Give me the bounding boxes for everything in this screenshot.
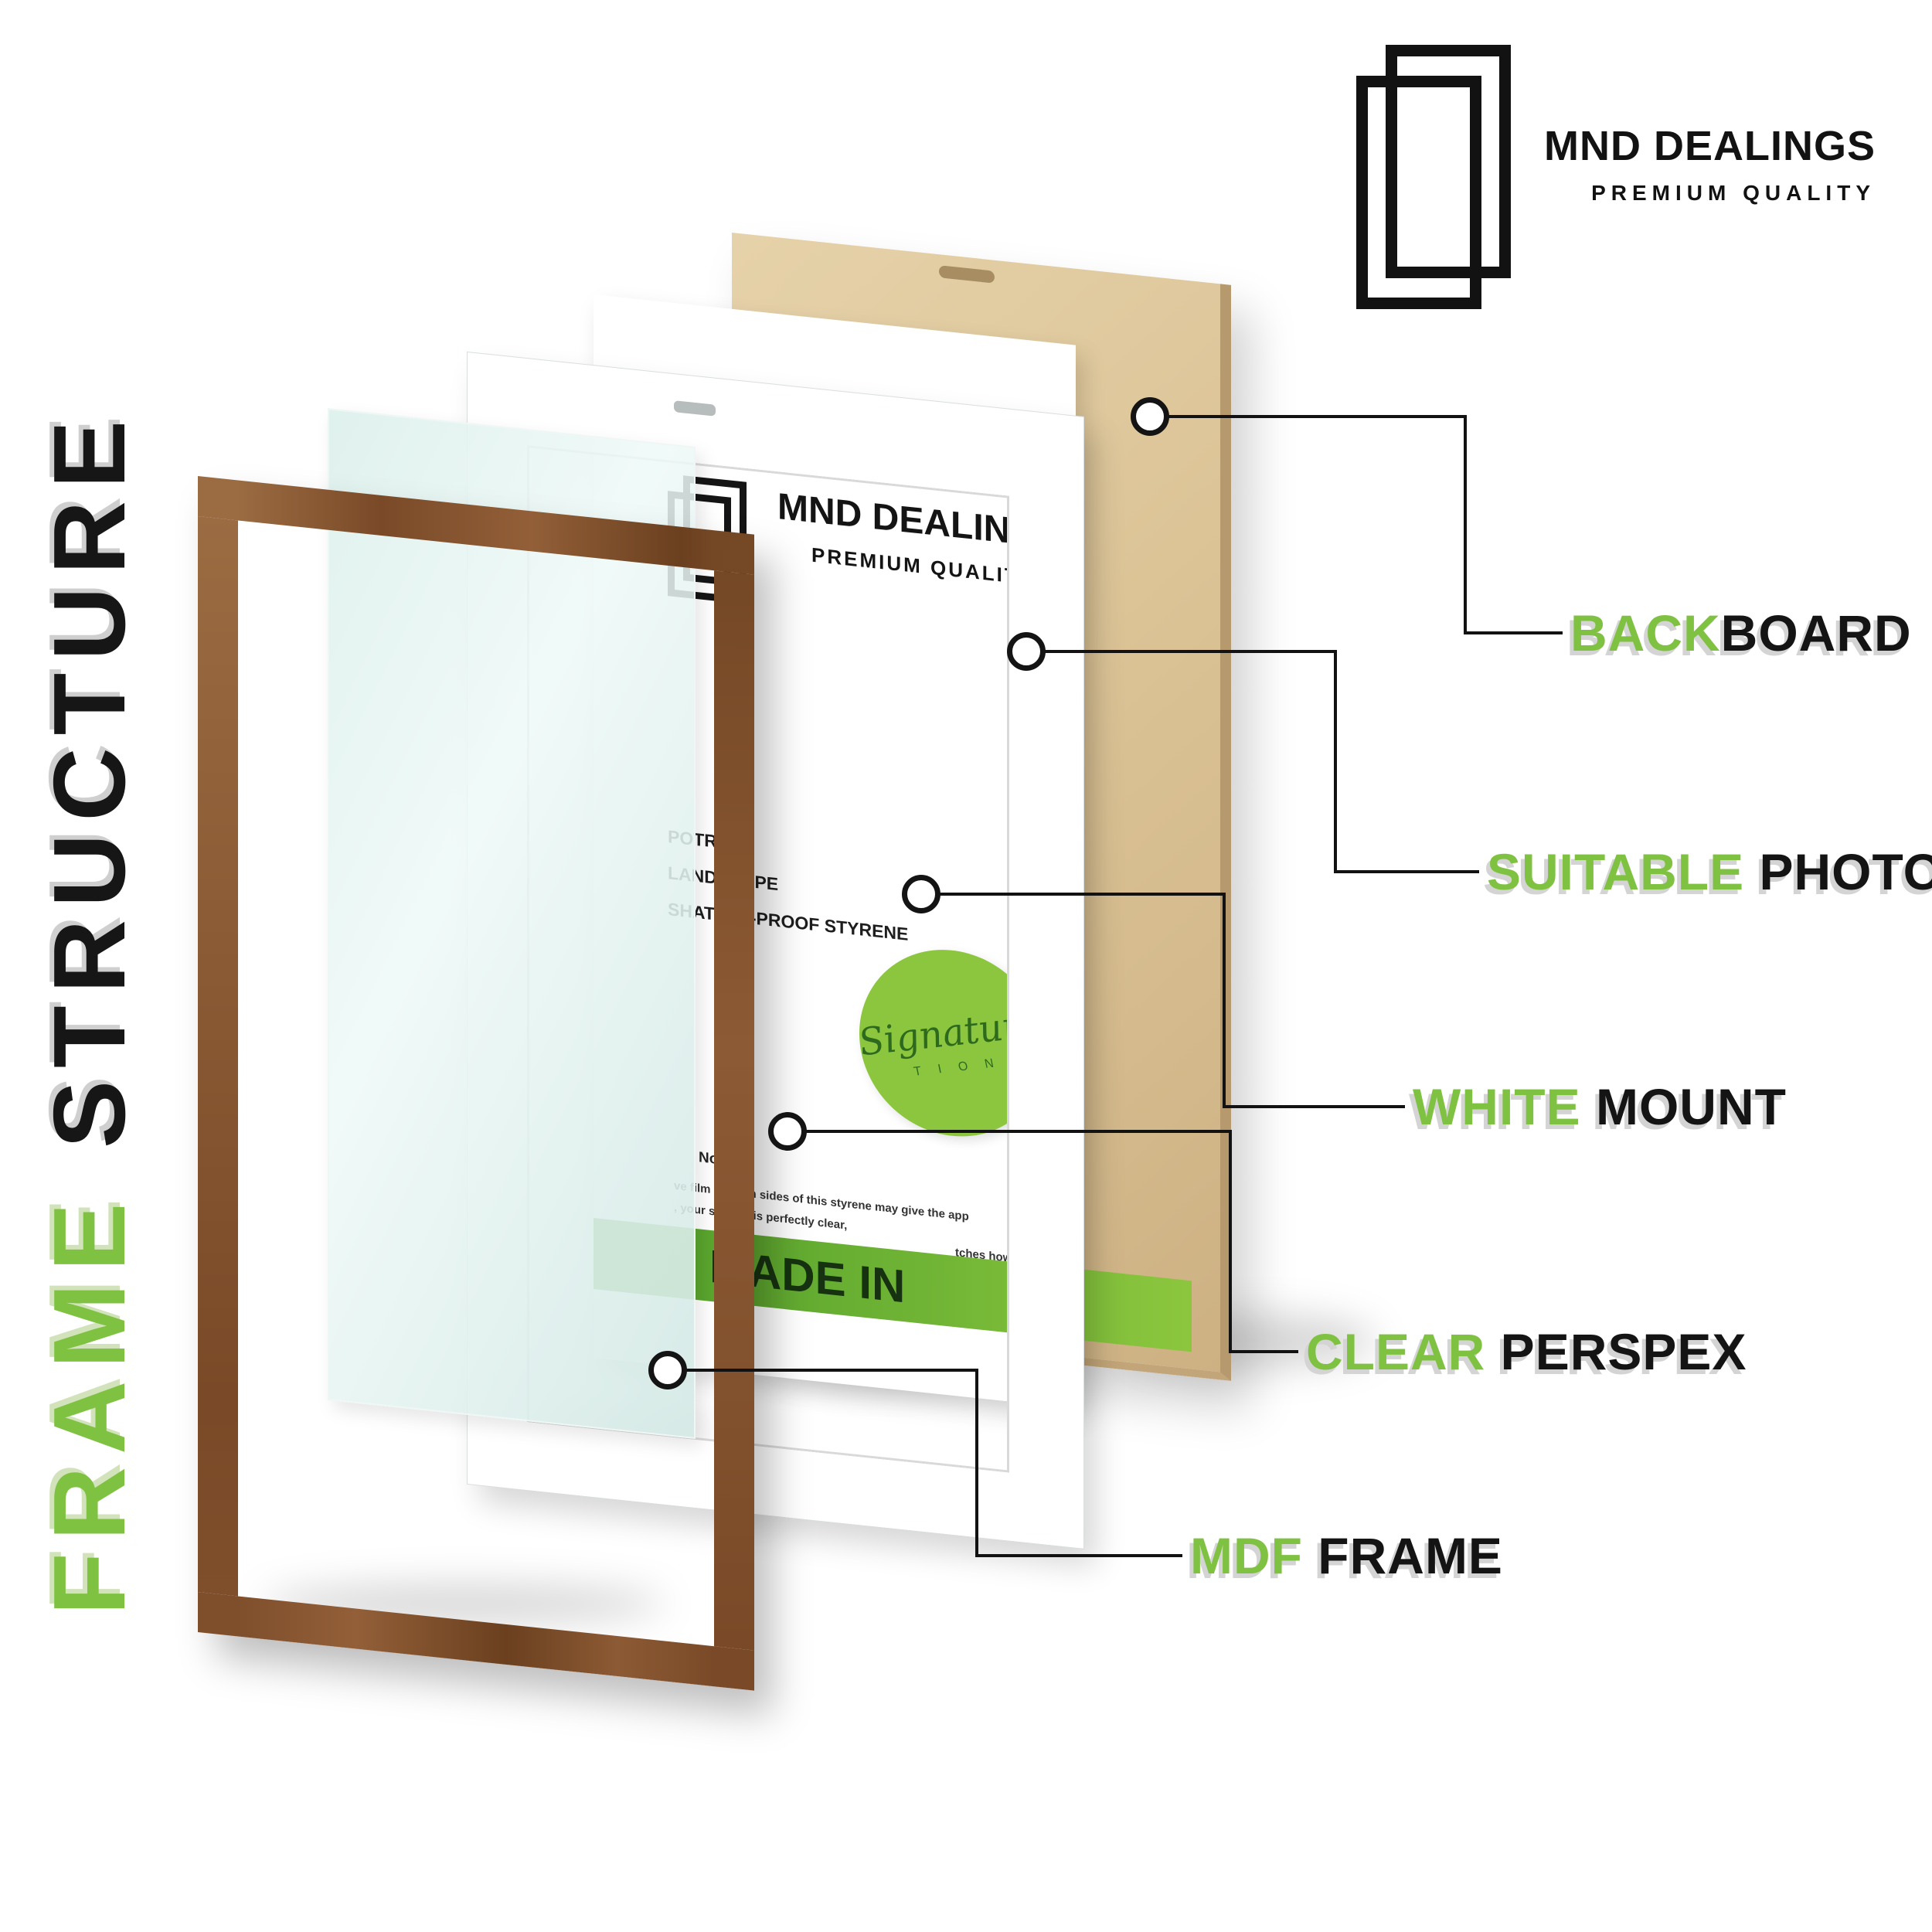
callout-label-clear-perspex: CLEAR PERSPEX bbox=[1306, 1322, 1747, 1381]
callout-marker-clear-perspex bbox=[768, 1112, 807, 1151]
label-black-part: PHOTO bbox=[1759, 843, 1932, 900]
page-title: FRAME STRUCTURE bbox=[31, 340, 148, 1615]
label-black-part: FRAME bbox=[1318, 1527, 1503, 1584]
brand-text: MND DEALINGS PREMIUM QUALITY bbox=[1544, 45, 1876, 304]
label-green-part: MDF bbox=[1190, 1527, 1318, 1584]
callout-label-backboard: BACKBOARD bbox=[1570, 604, 1912, 662]
callout-label-mdf-frame: MDF FRAME bbox=[1190, 1526, 1503, 1585]
callout-marker-mdf-frame bbox=[648, 1351, 687, 1389]
label-green-part: WHITE bbox=[1413, 1078, 1596, 1135]
mdf-frame-layer bbox=[198, 476, 754, 1691]
label-black-part: BOARD bbox=[1720, 604, 1912, 662]
callout-marker-backboard bbox=[1131, 397, 1169, 436]
label-green-part: BACK bbox=[1570, 604, 1721, 662]
callout-marker-white-mount bbox=[902, 875, 940, 913]
logo-rectangle-outer bbox=[1386, 45, 1511, 278]
mount-slot bbox=[674, 400, 716, 417]
brand-frames-logo-icon bbox=[1356, 45, 1515, 309]
title-structure-word: STRUCTURE bbox=[32, 407, 146, 1148]
brand-name: MND DEALINGS bbox=[1544, 123, 1876, 169]
callout-marker-suitable-photo bbox=[1007, 632, 1046, 671]
label-black-part: MOUNT bbox=[1595, 1078, 1787, 1135]
callout-label-white-mount: WHITE MOUNT bbox=[1413, 1077, 1787, 1136]
brand-block: MND DEALINGS PREMIUM QUALITY bbox=[1356, 45, 1876, 309]
label-green-part: SUITABLE bbox=[1487, 843, 1760, 900]
hanger-slot bbox=[939, 265, 995, 284]
label-black-part: PERSPEX bbox=[1500, 1323, 1747, 1380]
logo-rectangle-inner bbox=[1356, 76, 1481, 309]
title-frame-word: FRAME bbox=[32, 1190, 146, 1615]
callout-label-suitable-photo: SUITABLE PHOTO bbox=[1487, 842, 1932, 901]
label-green-part: CLEAR bbox=[1306, 1323, 1501, 1380]
brand-tagline: PREMIUM QUALITY bbox=[1591, 181, 1876, 205]
